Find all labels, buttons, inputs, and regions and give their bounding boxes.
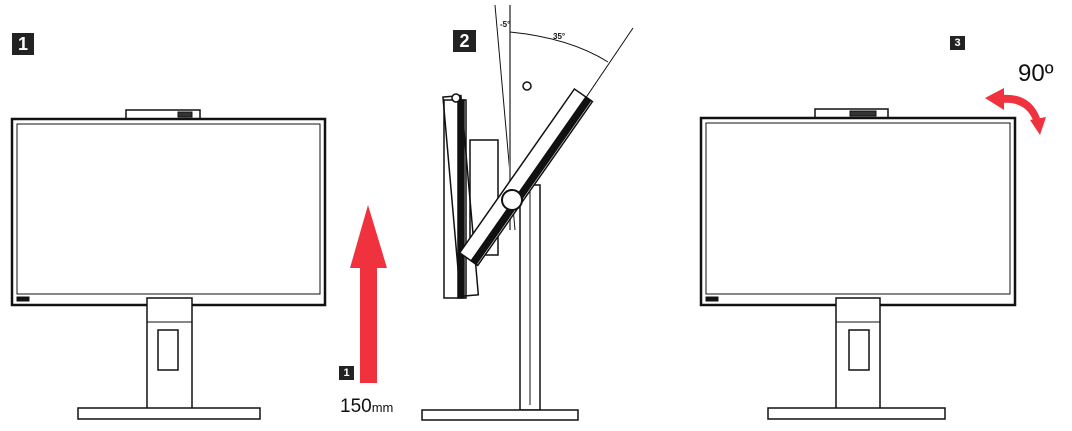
step-badge-1: 1 xyxy=(12,33,34,55)
pivot-rotation-arrow xyxy=(985,88,1046,135)
height-adjust-arrow xyxy=(350,205,387,383)
height-unit: mm xyxy=(371,400,394,415)
height-value: 150 xyxy=(340,396,372,417)
monitor-side-view-tilt xyxy=(421,4,634,421)
step-badge-3: 3 xyxy=(950,36,965,50)
monitor-front-view-1 xyxy=(10,109,327,420)
tilt-back-angle-label: -5° xyxy=(500,20,511,29)
tilt-forward-angle-label: 35° xyxy=(553,32,566,41)
step-badge-2: 2 xyxy=(453,30,476,52)
height-value-label: 150mm xyxy=(340,396,393,418)
pivot-angle-label: 90º xyxy=(1018,60,1054,87)
monitor-front-view-3 xyxy=(699,108,1017,420)
height-step-badge: 1 xyxy=(339,366,354,380)
